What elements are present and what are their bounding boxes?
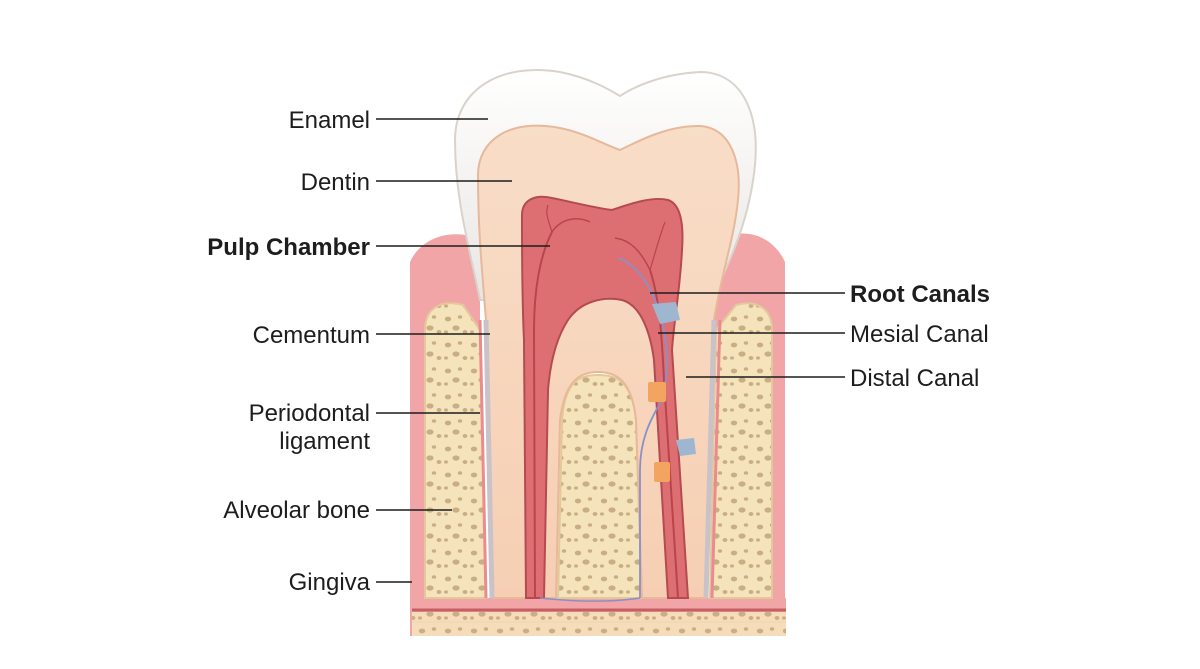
periodontal-ligament-line-right bbox=[710, 319, 722, 599]
label-enamel: Enamel bbox=[289, 107, 370, 134]
cementum-line bbox=[483, 319, 495, 599]
leader-lines bbox=[376, 118, 845, 583]
cementum-line-right bbox=[703, 319, 717, 599]
alveolar-bone-tissue bbox=[412, 302, 786, 636]
label-periodontal-line1: Periodontal bbox=[249, 400, 370, 427]
label-gingiva: Gingiva bbox=[289, 569, 371, 596]
label-dentin: Dentin bbox=[301, 169, 370, 196]
label-cementum: Cementum bbox=[253, 322, 370, 349]
pulp-chamber-shape bbox=[520, 195, 690, 599]
label-distal-canal: Distal Canal bbox=[850, 365, 979, 392]
label-root-canals: Root Canals bbox=[850, 281, 990, 308]
label-periodontal-line2: ligament bbox=[279, 428, 370, 455]
periodontal-ligament-line bbox=[478, 319, 488, 599]
label-alveolar-bone: Alveolar bone bbox=[223, 497, 370, 524]
label-mesial-canal: Mesial Canal bbox=[850, 321, 989, 348]
canal-markers bbox=[648, 302, 696, 482]
label-pulp-chamber: Pulp Chamber bbox=[207, 234, 370, 261]
